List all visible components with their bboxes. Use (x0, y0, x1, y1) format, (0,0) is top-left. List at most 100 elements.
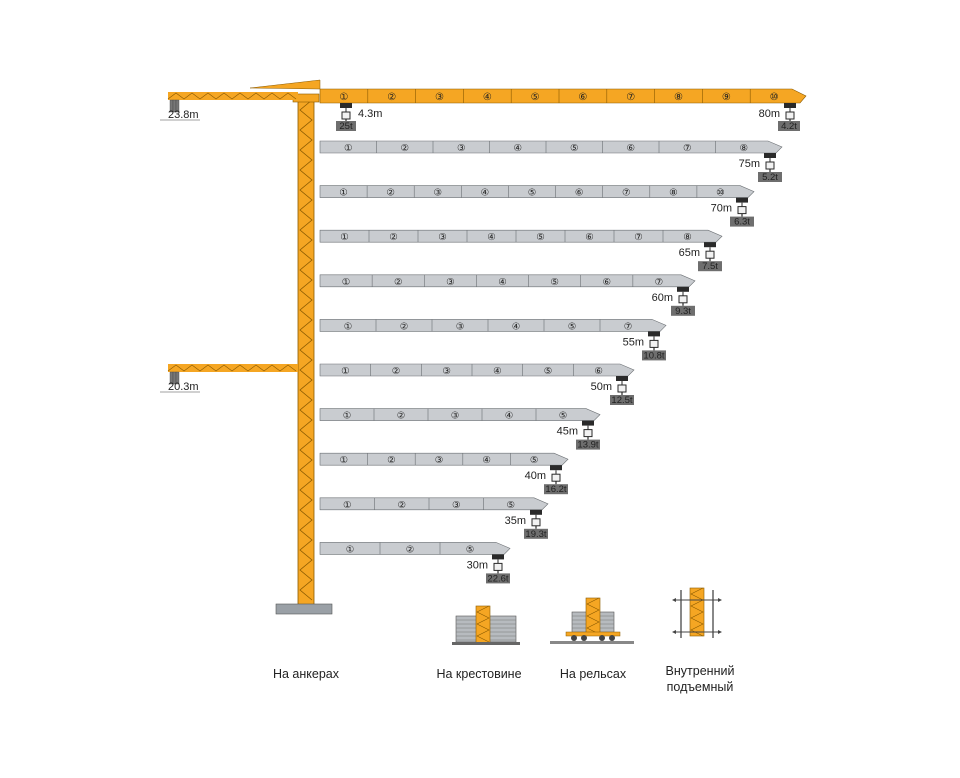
tip-load-badge: 7.5t (702, 261, 718, 272)
tip-load-badge: 6.3t (734, 217, 750, 228)
jib-section-2: ② (386, 188, 395, 199)
cross-base-icon (452, 605, 520, 645)
jib-section-2: ② (400, 143, 409, 154)
base-caption-cross: На крестовине (436, 667, 522, 681)
jib-section-4: ④ (498, 277, 507, 288)
jib-section-1: ① (340, 455, 349, 466)
jib-tip-hook (582, 420, 594, 440)
wheel (571, 635, 577, 641)
cross-frame (452, 642, 520, 645)
main-jib-section-7: ⑦ (626, 92, 635, 103)
hook-block (551, 473, 561, 482)
main-jib-body (319, 88, 807, 104)
hook-block (531, 518, 541, 527)
trolley (704, 242, 716, 248)
wheel (599, 635, 605, 641)
counterjib-lacing (167, 364, 297, 372)
jib-radius-label: 70m (711, 203, 732, 215)
jib-section-4: ④ (482, 455, 491, 466)
main-jib-section-4: ④ (483, 92, 492, 103)
arrow-left (672, 630, 676, 634)
jib-section-4: ④ (513, 143, 522, 154)
jib-section-8: ⑧ (669, 188, 678, 199)
jib-body (319, 229, 723, 243)
jib-section-5: ⑤ (550, 277, 559, 288)
base-caption-rail: На рельсах (559, 667, 627, 681)
hook-block (649, 339, 659, 348)
tip-radius-label: 80m (759, 108, 780, 120)
jib-section-7: ⑦ (634, 232, 643, 243)
jib-section-2: ② (397, 411, 406, 422)
wheel (609, 635, 615, 641)
jib-section-8: ⑧ (739, 143, 748, 154)
tip-load-badge-bg (576, 439, 600, 450)
foundation (275, 603, 333, 615)
rail (550, 641, 634, 644)
counterweight-block (175, 371, 180, 385)
wheel (581, 635, 587, 641)
trolley (582, 420, 594, 426)
jib-tip-hook (530, 509, 542, 529)
jib-section-6: ⑥ (594, 366, 603, 377)
jib-section-2: ② (392, 366, 401, 377)
jib-section-3: ③ (435, 455, 444, 466)
tip-load-badge: 10.8t (643, 350, 664, 361)
jib-section-1: ① (344, 321, 353, 332)
hook-block (705, 250, 715, 259)
jib-section-2: ② (406, 544, 415, 555)
main-jib-section-5: ⑤ (531, 92, 540, 103)
tip-hook (784, 103, 796, 122)
jib-section-2: ② (389, 232, 398, 243)
jib-section-8: ⑧ (683, 232, 692, 243)
jib-section-3: ③ (446, 277, 455, 288)
jib-radius-label: 75m (739, 158, 760, 170)
jib-body (319, 542, 511, 555)
main-jib-section-2: ② (387, 92, 396, 103)
jib-radius-label: 45m (557, 426, 578, 438)
jib-section-3: ③ (456, 321, 465, 332)
main-jib-section-9: ⑨ (722, 92, 731, 103)
counterjib-length-label: 23.8m (168, 109, 199, 121)
jib-section-1: ① (339, 188, 348, 199)
min-radius-label: 4.3m (358, 108, 382, 120)
jib-section-6: ⑥ (585, 232, 594, 243)
hook-block (583, 429, 593, 438)
base-options (452, 587, 722, 645)
jib-section-2: ② (397, 500, 406, 511)
tip-load-badge: 9.3t (675, 306, 691, 317)
jib-section-3: ③ (434, 188, 443, 199)
jib-section-4: ④ (505, 411, 514, 422)
jib-body (319, 452, 569, 466)
jib-radius-label: 40m (525, 470, 546, 482)
jib-section-7: ⑦ (683, 143, 692, 154)
hook-block (737, 206, 747, 215)
tip-load-badge-bg (671, 305, 695, 316)
jib-section-4: ⑤ (506, 500, 515, 511)
max-load-badge: 25t (339, 121, 353, 132)
trolley (340, 103, 352, 108)
jib-section-7: ⑦ (655, 277, 664, 288)
mini-mast (689, 587, 705, 637)
mini-mast-lacing (586, 597, 600, 635)
jib-tip-hook (736, 197, 748, 217)
main-jib-section-8: ⑧ (674, 92, 683, 103)
counterjib-body (168, 92, 298, 100)
trolley (530, 509, 542, 515)
hook-block (785, 111, 795, 120)
jib-section-4: ④ (481, 188, 490, 199)
jib-section-7: ⑦ (622, 188, 631, 199)
base-caption-anchor: На анкерах (272, 667, 340, 681)
jib-section-1: ① (341, 366, 350, 377)
jib-tip-hook (550, 465, 562, 485)
trolley (648, 331, 660, 337)
tip-load-badge: 12.5t (611, 395, 632, 406)
arrow-left (672, 598, 676, 602)
counterjib-length-label: 20.3m (168, 381, 199, 393)
counterjibs: 23.8m 20.3m (160, 92, 298, 393)
